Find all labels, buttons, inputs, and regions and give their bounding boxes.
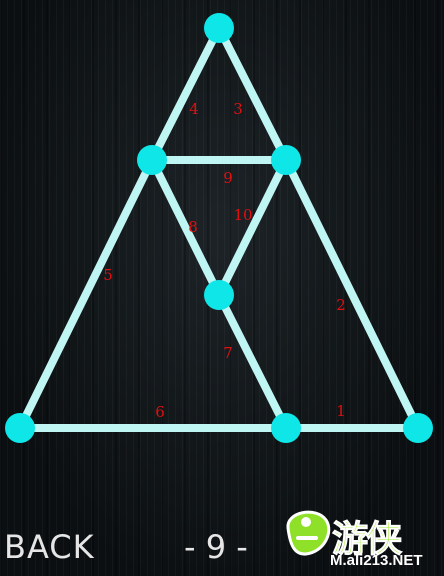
node-center[interactable] xyxy=(204,280,234,310)
edge-number-6: 6 xyxy=(155,403,165,421)
edge-number-2: 2 xyxy=(336,296,346,314)
edge-number-4: 4 xyxy=(189,100,199,118)
edge-number-5: 5 xyxy=(103,266,113,284)
watermark-logo-icon xyxy=(286,510,331,556)
edges-layer xyxy=(16,24,422,432)
watermark-logo-text: 游侠 xyxy=(331,519,402,561)
edge-line-8[interactable] xyxy=(148,156,223,299)
edge-number-1: 1 xyxy=(336,402,346,420)
edge-number-10: 10 xyxy=(233,206,252,224)
edge-line-2[interactable] xyxy=(282,156,422,432)
node-upper-left[interactable] xyxy=(137,145,167,175)
edge-line-7[interactable] xyxy=(215,291,290,432)
edge-number-7: 7 xyxy=(223,344,233,362)
puzzle-board: 1 2 3 4 5 6 7 8 9 10 xyxy=(5,13,433,443)
watermark-url: M.ali213.NET xyxy=(330,552,423,569)
level-indicator: - 9 - xyxy=(184,528,248,566)
nodes-layer xyxy=(5,13,433,443)
edge-number-3: 3 xyxy=(233,100,243,118)
node-bottom-left[interactable] xyxy=(5,413,35,443)
edge-labels-layer: 1 2 3 4 5 6 7 8 9 10 xyxy=(103,100,346,421)
edge-line-5[interactable] xyxy=(16,156,156,432)
node-bottom-right[interactable] xyxy=(403,413,433,443)
edge-number-9: 9 xyxy=(223,169,233,187)
edge-line-4[interactable] xyxy=(148,24,223,164)
edge-line-3[interactable] xyxy=(215,24,290,164)
back-button[interactable]: BACK xyxy=(4,528,95,566)
node-bottom-mid[interactable] xyxy=(271,413,301,443)
site-watermark: 游侠 M.ali213.NET xyxy=(276,498,444,576)
node-apex[interactable] xyxy=(204,13,234,43)
node-upper-right[interactable] xyxy=(271,145,301,175)
edge-number-8: 8 xyxy=(188,218,198,236)
edge-line-10[interactable] xyxy=(215,156,290,299)
